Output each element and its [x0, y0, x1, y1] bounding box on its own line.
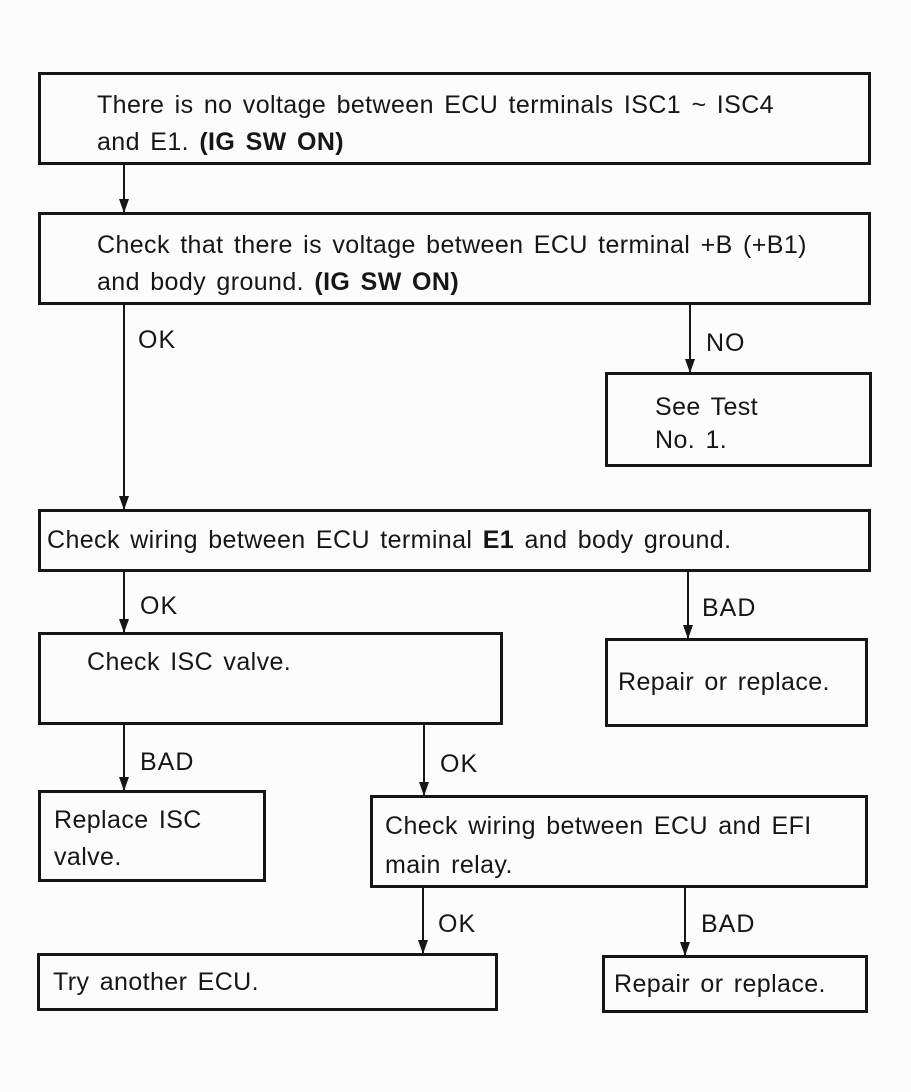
edge-label-bad: BAD	[701, 910, 756, 938]
node-text-segment: and E1.	[97, 128, 200, 156]
node-text-line: Repair or replace.	[618, 668, 830, 696]
arrowhead-icon	[119, 619, 129, 633]
node-check-voltage-plus-b: Check that there is voltage between ECU …	[38, 212, 871, 305]
node-text-line: No. 1.	[655, 426, 728, 454]
arrow-voltage-ok-to-check-wiring-e1	[119, 305, 129, 510]
node-text-line: See Test	[655, 393, 759, 421]
node-text-line: and body ground. (IG SW ON)	[97, 264, 850, 301]
node-text-line: There is no voltage between ECU terminal…	[97, 91, 774, 119]
arrowhead-icon	[419, 782, 429, 796]
node-repair-or-replace-bottom: Repair or replace.	[602, 955, 868, 1013]
node-text-line: Repair or replace.	[614, 969, 826, 998]
node-see-test-no-1: See Test No. 1.	[605, 372, 872, 467]
edge-label-no: NO	[706, 329, 746, 357]
edge-label-ok: OK	[438, 910, 477, 938]
node-text-segment: and body ground.	[514, 526, 732, 554]
arrowhead-icon	[683, 625, 693, 639]
arrowhead-icon	[680, 942, 690, 956]
node-try-another-ecu: Try another ECU.	[37, 953, 498, 1011]
node-check-wiring-efi: Check wiring between ECU and EFI main re…	[370, 795, 868, 888]
node-text-line: Try another ECU.	[53, 967, 259, 996]
node-text-line: valve.	[54, 843, 122, 871]
arrowhead-icon	[119, 496, 129, 510]
arrow-start-to-check-voltage	[119, 165, 129, 213]
node-text-segment-bold: E1	[482, 526, 515, 554]
arrowhead-icon	[685, 359, 695, 373]
arrow-efi-bad-to-repair	[680, 888, 690, 956]
node-text-line: Replace ISC	[54, 806, 202, 834]
arrow-wiring-e1-ok-to-check-isc	[119, 572, 129, 633]
node-text-segment: and body ground.	[97, 268, 315, 296]
node-text-line: main relay.	[385, 851, 513, 879]
arrow-efi-ok-to-try-another-ecu	[418, 888, 428, 954]
node-text-line: Check ISC valve.	[87, 648, 292, 676]
arrowhead-icon	[119, 199, 129, 213]
node-check-isc-valve: Check ISC valve.	[38, 632, 503, 725]
arrow-isc-ok-to-check-wiring-efi	[419, 725, 429, 796]
node-check-wiring-e1: Check wiring between ECU terminal E1 and…	[38, 509, 871, 572]
node-replace-isc-valve: Replace ISC valve.	[38, 790, 266, 882]
edge-label-bad: BAD	[140, 748, 195, 776]
node-text-line: Check that there is voltage between ECU …	[97, 231, 807, 259]
node-text-line: Check wiring between ECU terminal E1 and…	[47, 522, 731, 559]
node-text-segment-bold: (IG SW ON)	[199, 128, 345, 156]
edge-label-ok: OK	[440, 750, 479, 778]
arrow-wiring-e1-bad-to-repair	[683, 572, 693, 639]
node-repair-or-replace-top: Repair or replace.	[605, 638, 868, 727]
edge-label-ok: OK	[138, 326, 177, 354]
edge-label-bad: BAD	[702, 594, 757, 622]
node-no-voltage-isc: There is no voltage between ECU terminal…	[38, 72, 871, 165]
node-text-segment: Check wiring between ECU terminal	[47, 526, 483, 554]
node-text-line: and E1. (IG SW ON)	[97, 124, 850, 161]
arrow-voltage-no-to-see-test	[685, 305, 695, 373]
edge-label-ok: OK	[140, 592, 179, 620]
node-text-line: Check wiring between ECU and EFI	[385, 812, 812, 840]
arrow-isc-bad-to-replace-isc	[119, 725, 129, 791]
arrowhead-icon	[119, 777, 129, 791]
arrowhead-icon	[418, 940, 428, 954]
node-text-segment-bold: (IG SW ON)	[314, 268, 460, 296]
